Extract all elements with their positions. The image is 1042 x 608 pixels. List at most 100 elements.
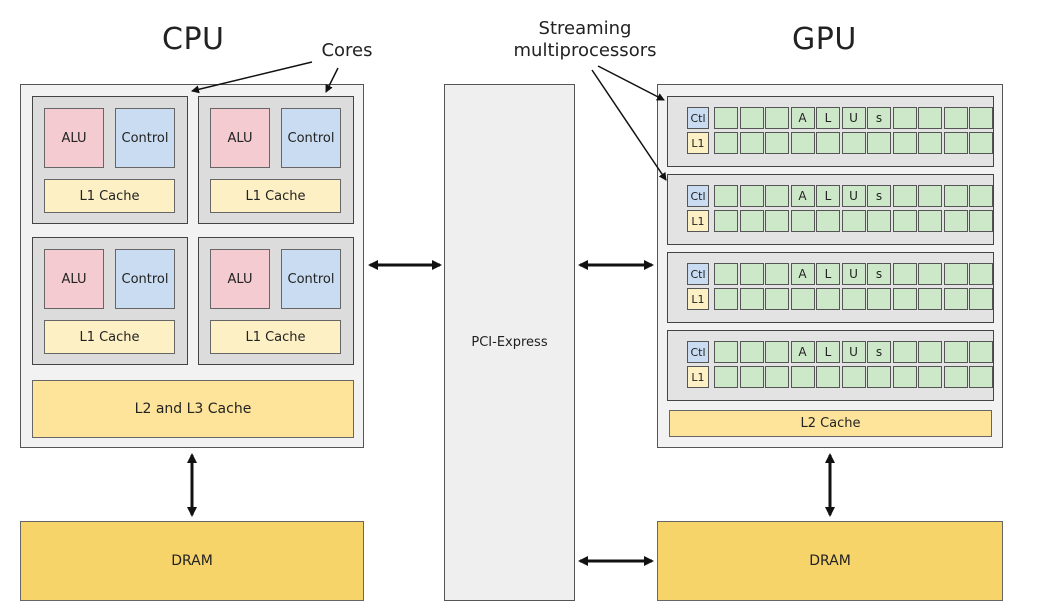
sm-control-box: Ctl xyxy=(687,107,709,129)
sm-alu-cell xyxy=(714,263,738,285)
sm-alu-cell xyxy=(739,366,764,388)
sm-alu-cell: L xyxy=(816,185,840,207)
sm-alu-cell xyxy=(969,341,993,363)
sm-alu-cell xyxy=(739,341,764,363)
sm-alu-cell: U xyxy=(841,263,866,285)
l1-cache-box: L1 Cache xyxy=(44,179,175,213)
sm-alu-cell: s xyxy=(867,107,891,129)
l1-cache-box: L1 Cache xyxy=(210,320,341,354)
l1-cache-box: L1 Cache xyxy=(210,179,341,213)
sm-l1-box: L1 xyxy=(687,132,709,154)
sm-alu-cell: s xyxy=(867,263,891,285)
sm-alu-cell: U xyxy=(841,107,866,129)
sm-alu-cell xyxy=(892,107,917,129)
cpu-title: CPU xyxy=(162,22,225,57)
cores-pointer xyxy=(191,61,313,94)
control-box: Control xyxy=(115,249,175,309)
sm-alu-cell xyxy=(918,210,942,232)
sm-control-box: Ctl xyxy=(687,263,709,285)
sm-alu-cell xyxy=(892,341,917,363)
l2-l3-cache-box: L2 and L3 Cache xyxy=(32,380,354,438)
sm-alu-cell: U xyxy=(841,341,866,363)
sm-pointer xyxy=(597,65,665,101)
sm-alu-cell xyxy=(739,288,764,310)
alu-box: ALU xyxy=(210,249,270,309)
alu-box: ALU xyxy=(44,108,104,168)
sm-alu-cell xyxy=(918,263,942,285)
control-box: Control xyxy=(115,108,175,168)
cpu-dram-box: DRAM xyxy=(20,521,364,601)
sm-alu-cell xyxy=(943,210,968,232)
sm-alu-cell xyxy=(714,288,738,310)
sm-alu-cell xyxy=(714,132,738,154)
sm-alu-cell: A xyxy=(790,263,815,285)
sm-alu-cell xyxy=(969,263,993,285)
sm-alu-cell xyxy=(739,210,764,232)
sm-alu-cell xyxy=(790,288,815,310)
sm-alu-cell xyxy=(943,263,968,285)
sm-alu-cell xyxy=(867,132,891,154)
sm-alu-cell: A xyxy=(790,185,815,207)
sm-alu-cell xyxy=(790,132,815,154)
sm-alu-cell: s xyxy=(867,185,891,207)
sm-alu-cell xyxy=(943,107,968,129)
sm-alu-cell xyxy=(739,185,764,207)
sm-alu-cell xyxy=(714,341,738,363)
sm-alu-cell xyxy=(739,132,764,154)
sm-alu-cell xyxy=(816,132,840,154)
control-box: Control xyxy=(281,249,341,309)
sm-alu-cell xyxy=(867,288,891,310)
sm-alu-cell xyxy=(816,210,840,232)
sm-alu-cell xyxy=(714,366,738,388)
sm-alu-cell xyxy=(969,210,993,232)
sm-alu-cell: s xyxy=(867,341,891,363)
cpu-core: ALU Control L1 Cache xyxy=(198,96,354,224)
sm-alu-cell xyxy=(892,185,917,207)
sm-alu-cell xyxy=(943,341,968,363)
sm-alu-cell xyxy=(969,185,993,207)
sm-alu-cell: L xyxy=(816,263,840,285)
cpu-core: ALU Control L1 Cache xyxy=(32,96,188,224)
sm-alu-cell xyxy=(816,288,840,310)
sm-alu-cell xyxy=(969,366,993,388)
sm-alu-cell xyxy=(918,107,942,129)
sm-alu-cell xyxy=(943,366,968,388)
sm-alu-cell xyxy=(841,288,866,310)
sm-label: Streaming multiprocessors xyxy=(490,18,680,62)
cpu-core: ALU Control L1 Cache xyxy=(198,237,354,365)
sm-alu-cell xyxy=(892,132,917,154)
sm-alu-cell xyxy=(765,288,789,310)
alu-box: ALU xyxy=(210,108,270,168)
sm-alu-cell xyxy=(765,185,789,207)
sm-label-line2: multiprocessors xyxy=(513,40,657,61)
sm-alu-cell xyxy=(892,366,917,388)
sm-label-line1: Streaming xyxy=(538,18,632,39)
sm-alu-cell xyxy=(841,132,866,154)
sm-alu-cell: A xyxy=(790,107,815,129)
sm-alu-cell xyxy=(841,366,866,388)
cores-pointer xyxy=(325,67,339,93)
sm-alu-cell xyxy=(765,341,789,363)
sm-alu-cell xyxy=(867,366,891,388)
cpu-core: ALU Control L1 Cache xyxy=(32,237,188,365)
sm-l1-box: L1 xyxy=(687,210,709,232)
sm-alu-cell xyxy=(790,210,815,232)
sm-alu-cell xyxy=(867,210,891,232)
sm-alu-cell: U xyxy=(841,185,866,207)
sm-alu-cell xyxy=(765,366,789,388)
sm-alu-cell xyxy=(765,210,789,232)
sm-alu-cell xyxy=(892,210,917,232)
l1-cache-box: L1 Cache xyxy=(44,320,175,354)
control-box: Control xyxy=(281,108,341,168)
sm-alu-cell xyxy=(765,263,789,285)
alu-box: ALU xyxy=(44,249,104,309)
sm-alu-cell xyxy=(841,210,866,232)
sm-alu-cell xyxy=(765,132,789,154)
sm-control-box: Ctl xyxy=(687,341,709,363)
sm-alu-cell xyxy=(714,185,738,207)
